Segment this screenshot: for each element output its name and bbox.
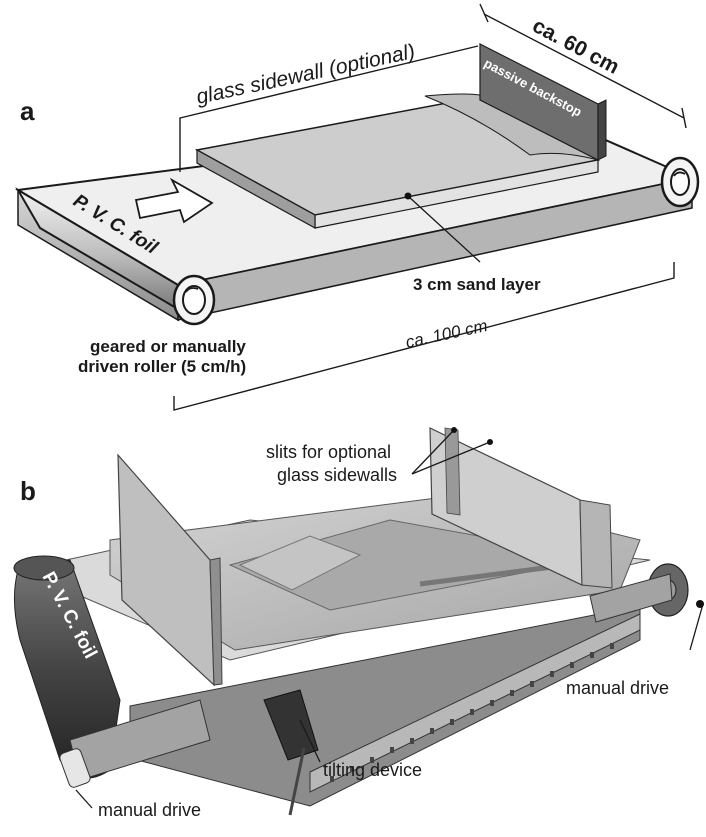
width-dimension-tick-right — [681, 107, 687, 129]
slits-pointer-dot-1 — [451, 427, 457, 433]
right-metal-plate — [589, 573, 673, 623]
width-dimension-tick-left — [479, 3, 489, 23]
sand-wedge — [424, 93, 599, 161]
roller-label-line-2: driven roller (5 cm/h) — [78, 357, 246, 376]
sand-wedge-photo — [238, 535, 362, 591]
tilting-crank — [288, 747, 306, 816]
rail-holes — [330, 643, 614, 782]
panel-b-label: b — [20, 476, 36, 506]
manual-drive-right-label: manual drive — [566, 678, 669, 698]
movement-arrow-icon — [134, 177, 214, 224]
manual-drive-right-pointer — [689, 603, 704, 651]
right-sidewall-post — [579, 499, 613, 589]
sand-layer-left — [196, 148, 316, 230]
width-dimension-label: ca. 60 cm — [529, 14, 623, 79]
roller-right-rotation-arrow — [673, 171, 686, 177]
slits-pointer-1 — [411, 429, 455, 475]
panel-a-label: a — [20, 96, 35, 126]
tilting-device-label: tilting device — [323, 760, 422, 780]
sand-layer-pointer-dot — [404, 192, 412, 200]
sand-layer-pointer — [407, 195, 481, 263]
right-sidewall-slit-board — [444, 427, 461, 516]
manual-drive-left-pointer — [75, 789, 93, 809]
length-dimension-label: ca. 100 cm — [404, 316, 489, 352]
roller-left-rotation-arrow — [185, 287, 199, 293]
roller-left-axle — [182, 285, 206, 315]
panel-b: b slits for optional glass sidewalls P. … — [13, 427, 704, 820]
manual-drive-left-label: manual drive — [98, 800, 201, 820]
left-sidewall-edge — [209, 557, 223, 686]
sand-layer-label: 3 cm sand layer — [413, 275, 541, 294]
slits-pointer-2 — [411, 441, 491, 475]
manual-drive-right-dot — [696, 600, 704, 608]
panel-a: a glass sidewall (optional) ca. 60 cm pa… — [14, 3, 700, 411]
glass-sidewall-label: glass sidewall (optional) — [194, 40, 417, 109]
slits-label-line-1: slits for optional — [266, 442, 391, 462]
manual-drive-handle-left — [59, 748, 91, 788]
passive-backstop-edge — [597, 99, 607, 161]
sand-strip — [419, 563, 561, 587]
length-dimension-line — [173, 262, 675, 411]
foil-roller-left-top — [13, 555, 75, 581]
slits-pointer-dot-2 — [487, 439, 493, 445]
left-sidewall-board — [117, 453, 215, 687]
tilting-device-pointer — [299, 719, 321, 763]
width-dimension-line — [483, 13, 685, 119]
slits-label-line-2: glass sidewalls — [277, 465, 397, 485]
roller-label-line-1: geared or manually — [90, 337, 246, 356]
glass-sidewall-bracket — [179, 45, 479, 172]
tilting-device — [263, 689, 319, 761]
